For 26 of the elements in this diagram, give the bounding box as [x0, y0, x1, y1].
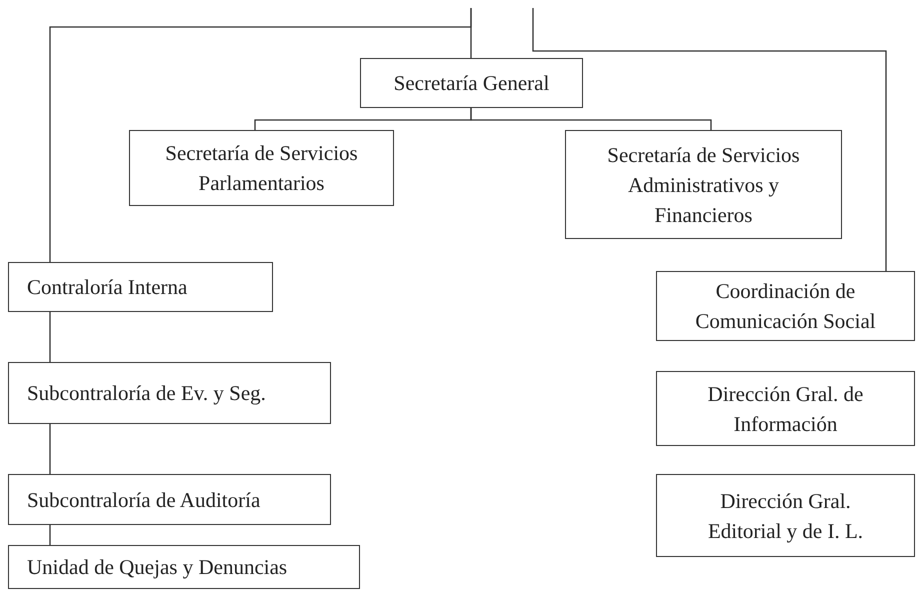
org-unit-box — [129, 130, 394, 206]
connector-line — [49, 424, 51, 474]
unit-name: Subcontraloría de Ev. y Seg. — [27, 380, 267, 407]
org-unit-box — [565, 130, 842, 239]
org-unit-box — [8, 262, 273, 312]
unit-name: Subcontraloría de Auditoría — [27, 486, 262, 514]
connector-line — [49, 8, 472, 262]
org-unit-box — [8, 545, 360, 589]
org-unit-box — [656, 371, 915, 446]
unit-name: Contraloría Interna — [27, 274, 188, 301]
unit-name: Secretaría de Servicios Administrativos y Financieros — [606, 142, 801, 228]
connector-line — [49, 312, 51, 362]
org-unit-box — [656, 271, 915, 341]
unit-name: Dirección Gral. de Información — [706, 380, 864, 438]
unit-name: Unidad de Quejas y Denuncias — [27, 554, 288, 581]
unit-name: Coordinación de Comunicación Social — [694, 278, 877, 335]
unit-name: Secretaría de Servicios Parlamentarios — [164, 140, 359, 197]
connector-line — [49, 525, 51, 545]
connector-line — [532, 8, 887, 271]
org-unit-box — [8, 362, 331, 424]
org-unit-box — [656, 474, 915, 557]
org-unit-box — [8, 474, 331, 525]
unit-name: Dirección Gral. Editorial y de I. L. — [706, 488, 864, 544]
org-unit-box — [360, 58, 583, 108]
connector-line — [470, 108, 712, 130]
unit-name: Secretaría General — [392, 70, 550, 97]
